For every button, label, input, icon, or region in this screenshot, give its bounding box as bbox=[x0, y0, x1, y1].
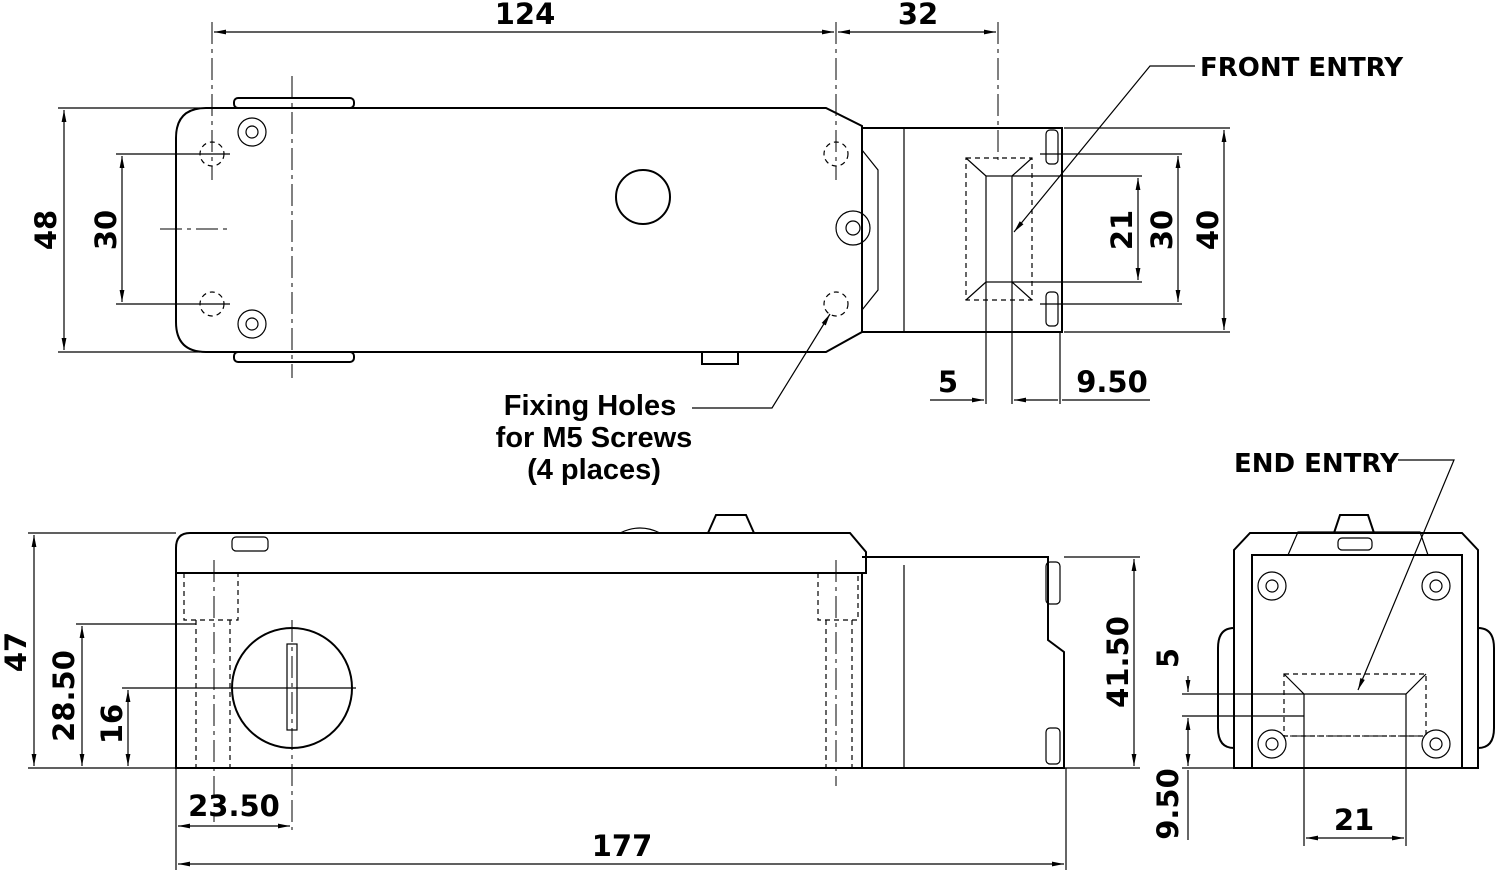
dim-47: 47 bbox=[0, 632, 33, 672]
dim-5: 5 bbox=[938, 365, 958, 399]
dim-28-50: 28.50 bbox=[47, 650, 81, 742]
side-view: 47 28.50 16 41.50 23.50 177 bbox=[0, 514, 1140, 870]
dim-30-head: 30 bbox=[1145, 210, 1179, 250]
dim-30: 30 bbox=[89, 210, 123, 250]
end-entry-label: END ENTRY bbox=[1234, 449, 1400, 479]
dim-124: 124 bbox=[495, 0, 556, 31]
dim-9-50: 9.50 bbox=[1076, 365, 1148, 399]
dim-end-9-50: 9.50 bbox=[1151, 768, 1185, 840]
dim-23-50: 23.50 bbox=[188, 789, 280, 823]
dim-end-5: 5 bbox=[1151, 648, 1185, 668]
dim-16: 16 bbox=[95, 704, 129, 744]
dim-40: 40 bbox=[1191, 210, 1225, 250]
dim-41-50: 41.50 bbox=[1101, 616, 1135, 708]
dim-32: 32 bbox=[898, 0, 938, 31]
fixing-note-line1: Fixing Holes bbox=[504, 390, 676, 422]
top-knob bbox=[615, 169, 671, 225]
fixing-note-line3: (4 places) bbox=[527, 454, 661, 486]
fixing-note-line2: for M5 Screws bbox=[496, 422, 693, 454]
top-view: 124 32 FRONT ENTRY 48 30 21 30 40 5 9.50… bbox=[29, 0, 1404, 486]
dim-48: 48 bbox=[29, 210, 63, 250]
front-entry-label: FRONT ENTRY bbox=[1200, 53, 1404, 83]
dim-end-21: 21 bbox=[1334, 803, 1374, 837]
end-view: END ENTRY 5 9.50 21 bbox=[1151, 449, 1495, 846]
dim-21: 21 bbox=[1105, 210, 1139, 250]
dim-177: 177 bbox=[592, 829, 653, 863]
